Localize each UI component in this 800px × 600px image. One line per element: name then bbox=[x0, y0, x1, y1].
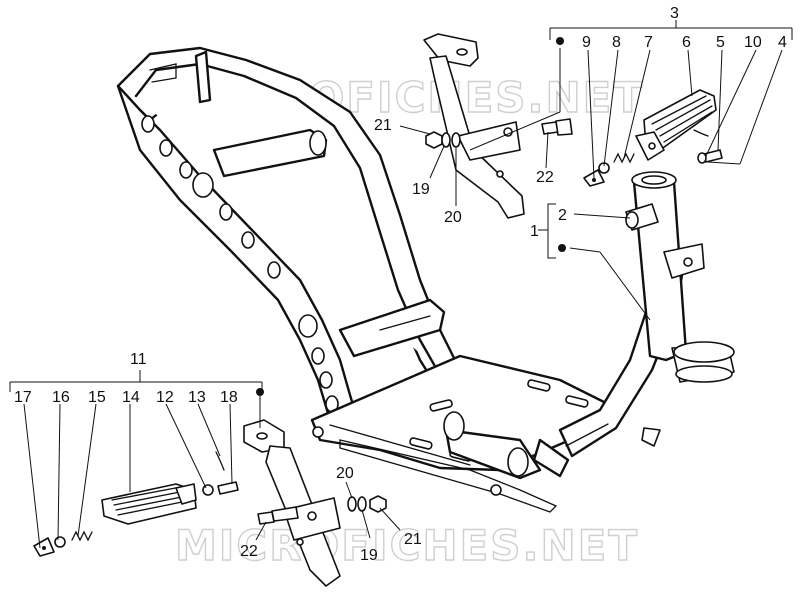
top-fastener-set bbox=[425, 118, 573, 149]
left-footrest-assembly bbox=[33, 451, 239, 557]
callout-21-top: 21 bbox=[374, 117, 392, 134]
callout-18: 18 bbox=[220, 389, 238, 406]
callout-14: 14 bbox=[122, 389, 140, 406]
callout-20-top: 20 bbox=[444, 209, 462, 226]
scooter-frame bbox=[116, 46, 735, 513]
callout-7: 7 bbox=[644, 34, 653, 51]
bottom-footrest-bracket bbox=[243, 419, 387, 587]
callout-20-bottom: 20 bbox=[336, 465, 354, 482]
watermark-bottom: MICROFICHES.NET bbox=[175, 521, 639, 570]
bottom-fastener-set bbox=[257, 495, 387, 525]
callout-19-top: 19 bbox=[412, 181, 430, 198]
leader-lines bbox=[9, 20, 793, 549]
callout-10: 10 bbox=[744, 34, 762, 51]
callout-15: 15 bbox=[88, 389, 106, 406]
callout-8: 8 bbox=[612, 34, 621, 51]
callout-9: 9 bbox=[582, 34, 591, 51]
callout-12: 12 bbox=[156, 389, 174, 406]
callout-3: 3 bbox=[670, 5, 679, 22]
callout-4: 4 bbox=[778, 34, 787, 51]
callout-2: 2 bbox=[558, 207, 567, 224]
callout-1: 1 bbox=[530, 223, 539, 240]
callout-22-top: 22 bbox=[536, 169, 554, 186]
callout-19-bottom: 19 bbox=[360, 547, 378, 564]
callout-11: 11 bbox=[130, 351, 147, 368]
callout-21-bottom: 21 bbox=[404, 531, 422, 548]
callout-6: 6 bbox=[682, 34, 691, 51]
top-footrest-bracket bbox=[423, 33, 573, 219]
callout-labels: 3 9 8 7 6 5 10 4 1 2 21 19 20 22 11 17 1… bbox=[14, 5, 787, 564]
callout-5: 5 bbox=[716, 34, 725, 51]
callout-13: 13 bbox=[188, 389, 206, 406]
callout-17: 17 bbox=[14, 389, 32, 406]
callout-22-bottom: 22 bbox=[240, 543, 258, 560]
callout-16: 16 bbox=[52, 389, 70, 406]
